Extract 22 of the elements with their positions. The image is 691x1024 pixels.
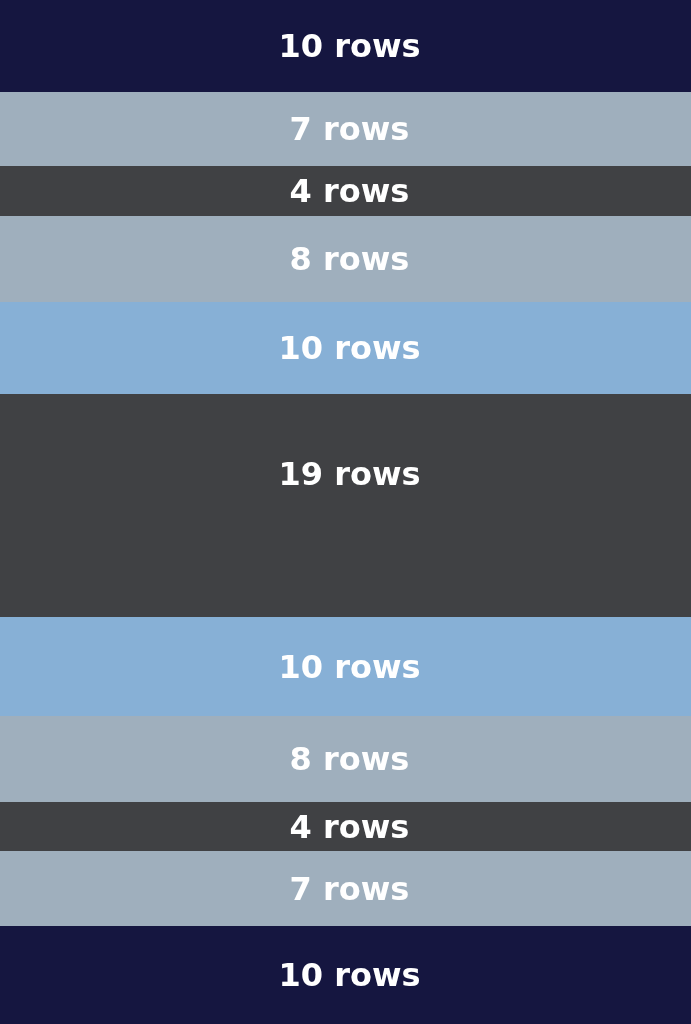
row-band: [0, 617, 691, 716]
row-band: [0, 216, 691, 302]
row-count-label: 8 rows: [289, 743, 410, 775]
row-band: [0, 92, 691, 166]
row-count-label: 8 rows: [289, 243, 410, 275]
row-count-label: 10 rows: [278, 30, 421, 62]
row-count-label: 10 rows: [278, 650, 421, 683]
row-count-label: 10 rows: [278, 332, 421, 364]
row-band: [0, 394, 691, 617]
row-count-label: 4 rows: [289, 175, 410, 207]
row-count-label: 4 rows: [289, 810, 410, 843]
row-band: [0, 851, 691, 926]
row-band: [0, 166, 691, 216]
row-band: [0, 926, 691, 1024]
row-count-label: 10 rows: [278, 959, 421, 991]
row-count-label: 7 rows: [289, 872, 410, 905]
row-band: [0, 0, 691, 92]
row-count-label: 19 rows: [278, 458, 421, 490]
row-count-label: 7 rows: [289, 113, 410, 145]
row-band: [0, 716, 691, 802]
row-band: [0, 802, 691, 851]
row-band: [0, 302, 691, 394]
